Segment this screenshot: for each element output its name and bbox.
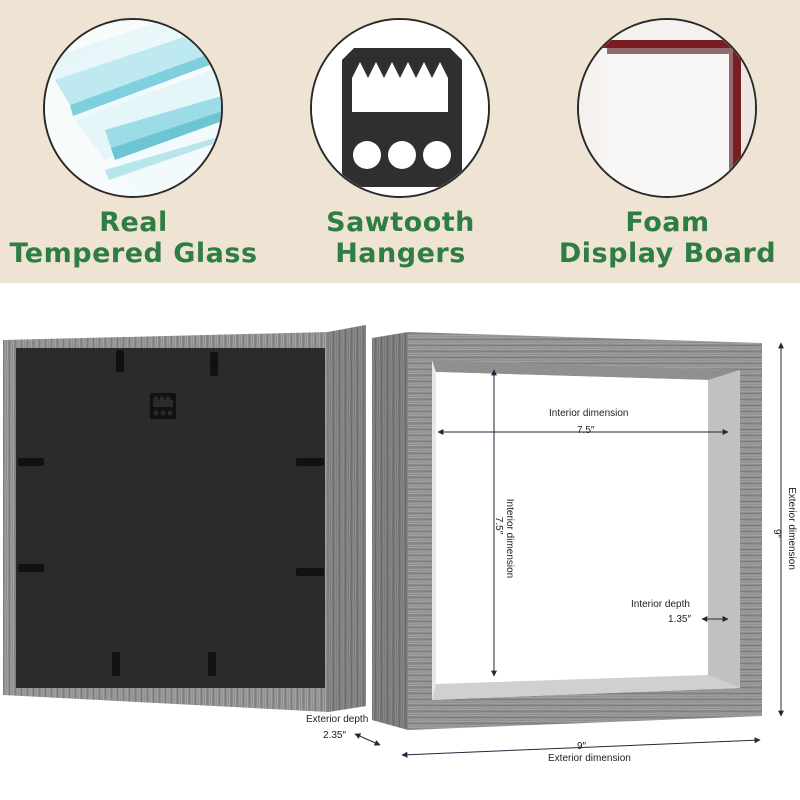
interior-height-value: 7.5″ <box>493 516 505 535</box>
sawtooth-hanger-icon <box>310 18 490 198</box>
feature-title-foam: Foam Display Board <box>558 207 777 269</box>
exterior-width-title: Exterior dimension <box>548 753 631 764</box>
interior-width-title: Interior dimension <box>549 408 629 419</box>
interior-depth-value: 1.35″ <box>668 614 692 625</box>
feature-foam-board: Foam Display Board <box>534 0 800 283</box>
exterior-height-title: Exterior dimension <box>785 487 797 570</box>
frame-back-view <box>3 325 366 712</box>
exterior-depth-value: 2.35″ <box>323 730 347 741</box>
interior-width-value: 7.5″ <box>577 425 595 436</box>
exterior-width-value: 9″ <box>577 741 587 752</box>
feature-sawtooth-hangers: Sawtooth Hangers <box>267 0 534 283</box>
backing-clips <box>18 350 324 676</box>
sawtooth-hanger <box>150 393 176 419</box>
interior-height-title: Interior dimension <box>504 498 516 579</box>
feature-title-glass: Real Tempered Glass <box>9 207 258 269</box>
exterior-depth-title: Exterior depth <box>306 714 369 725</box>
feature-tempered-glass: Real Tempered Glass <box>0 0 267 283</box>
product-scene: Interior dimension 7.5″ Interior dimensi… <box>0 283 800 800</box>
feature-title-hangers: Sawtooth Hangers <box>326 207 475 269</box>
dimension-lines <box>354 342 784 758</box>
foam-board-icon <box>577 18 757 198</box>
frame-front-view <box>372 332 762 730</box>
exterior-height-value: 9″ <box>771 528 783 539</box>
glass-icon <box>43 18 223 198</box>
interior-depth-title: Interior depth <box>631 599 690 610</box>
